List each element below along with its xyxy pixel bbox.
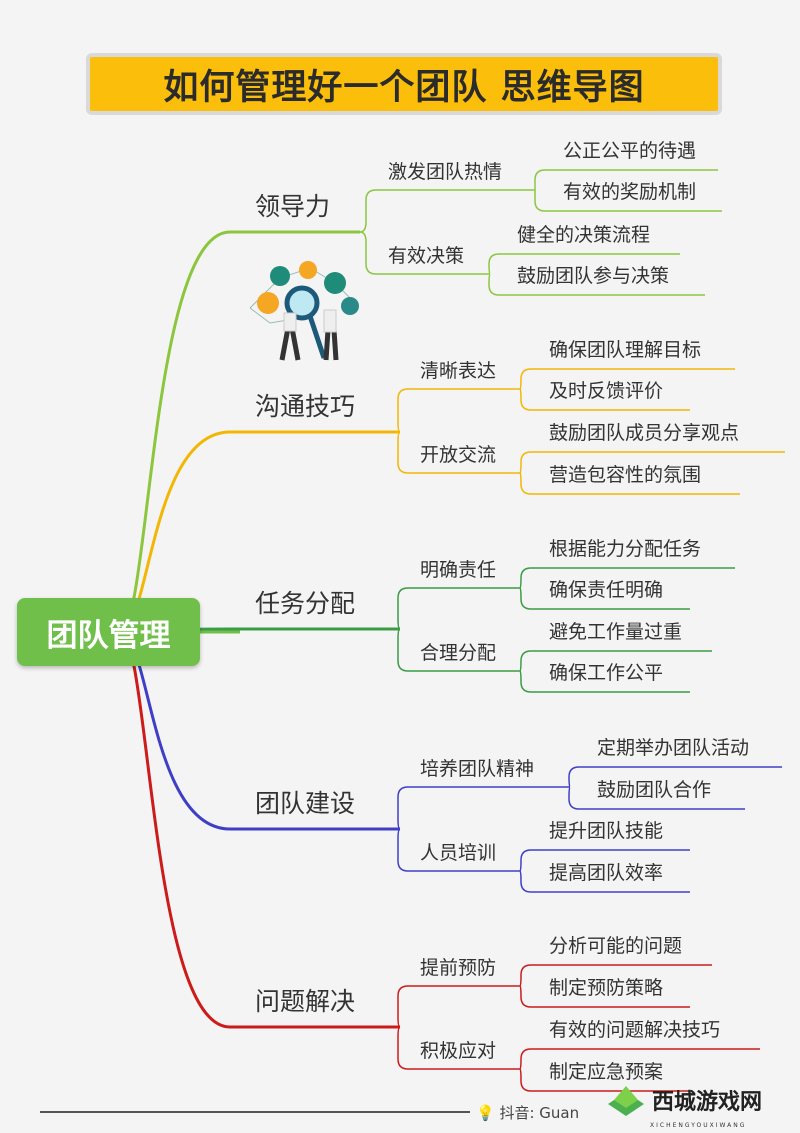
connector-line [519,964,712,987]
leaf-node: 鼓励团队成员分享观点 [549,421,740,444]
connector-line [488,273,705,296]
connector-line [359,189,535,233]
connector-line [397,786,570,830]
connector-line [488,253,680,275]
central-node-label: 团队管理 [46,617,171,654]
connector-line [397,985,520,1028]
connector-line [534,190,722,212]
sub-branch-label: 提前预防 [420,956,497,979]
connector-line [519,587,690,610]
leaf-node: 确保工作公平 [549,661,664,684]
connector-line [397,587,520,630]
leaf-node: 鼓励团队参与决策 [517,264,670,287]
connector-line [568,766,782,788]
sub-branch-label: 有效决策 [388,244,465,267]
connector-line [397,1026,520,1070]
sub-branch-label: 合理分配 [420,641,497,664]
branch-label: 沟通技巧 [255,391,356,421]
connector-line [397,628,520,672]
watermark-hand-icon [608,1086,644,1116]
connector-line [534,169,718,190]
leaf-node: 制定预防策略 [549,976,664,999]
leaf-node: 健全的决策流程 [517,223,651,246]
leaf-node: 有效的问题解决技巧 [549,1018,721,1041]
connector-line [519,451,785,474]
leaf-node: 营造包容性的氛围 [549,463,702,486]
leaf-node: 鼓励团队合作 [597,778,712,801]
connector-line [397,388,520,433]
watermark-name: 西城游戏网 [652,1090,763,1115]
connector-line [397,828,520,872]
leaf-node: 提升团队技能 [549,819,664,842]
connector-line [519,1048,760,1070]
footer-credit-text: 抖音: Guan [499,1104,580,1122]
leaf-node: 分析可能的问题 [549,934,683,957]
footer-divider [40,1111,470,1113]
sub-branch-label: 激发团队热情 [388,160,503,183]
connector-line [519,567,735,589]
branch-label: 任务分配 [255,588,356,618]
leaf-node: 提高团队效率 [549,861,664,884]
connector-line [519,870,690,893]
sub-branch-label: 清晰表达 [420,359,497,382]
connector-line [397,431,520,474]
leaf-node: 避免工作量过重 [549,620,683,643]
watermark-logo: 西城游戏网 [604,1082,762,1118]
connector-line [519,985,690,1008]
sub-branch-label: 开放交流 [420,443,497,466]
connector-line [568,786,745,810]
lightbulb-icon: 💡 [476,1104,495,1122]
leaf-node: 定期举办团队活动 [597,736,750,759]
branch-label: 领导力 [255,191,331,221]
sub-branch-label: 积极应对 [420,1039,497,1062]
connector-line [359,231,490,275]
connector-line [519,1068,690,1092]
page-title: 如何管理好一个团队 思维导图 [163,67,645,108]
sub-branch-label: 人员培训 [420,841,497,864]
title-banner: 如何管理好一个团队 思维导图 [86,53,722,115]
central-node: 团队管理 [17,598,200,666]
team-magnifier-illustration [249,261,359,361]
leaf-node: 公正公平的待遇 [563,139,697,162]
leaf-node: 根据能力分配任务 [549,537,702,560]
connector-line [519,670,690,693]
branch-label: 问题解决 [255,986,356,1016]
sub-branch-label: 明确责任 [420,558,497,581]
leaf-node: 有效的奖励机制 [563,180,697,203]
connector-line [519,368,735,390]
leaf-node: 及时反馈评价 [549,379,664,402]
leaf-node: 确保团队理解目标 [549,338,702,361]
branch-label: 团队建设 [255,788,356,818]
connector-line [519,650,712,672]
footer-credit: 💡 抖音: Guan [476,1102,579,1123]
sub-branch-label: 培养团队精神 [420,757,535,780]
connector-line [519,472,740,495]
leaf-node: 确保责任明确 [549,578,664,601]
connector-line [519,388,690,411]
connector-line [519,849,690,872]
watermark-subtitle: XICHENGYOUXIWANG [650,1122,747,1129]
leaf-node: 制定应急预案 [549,1060,664,1083]
